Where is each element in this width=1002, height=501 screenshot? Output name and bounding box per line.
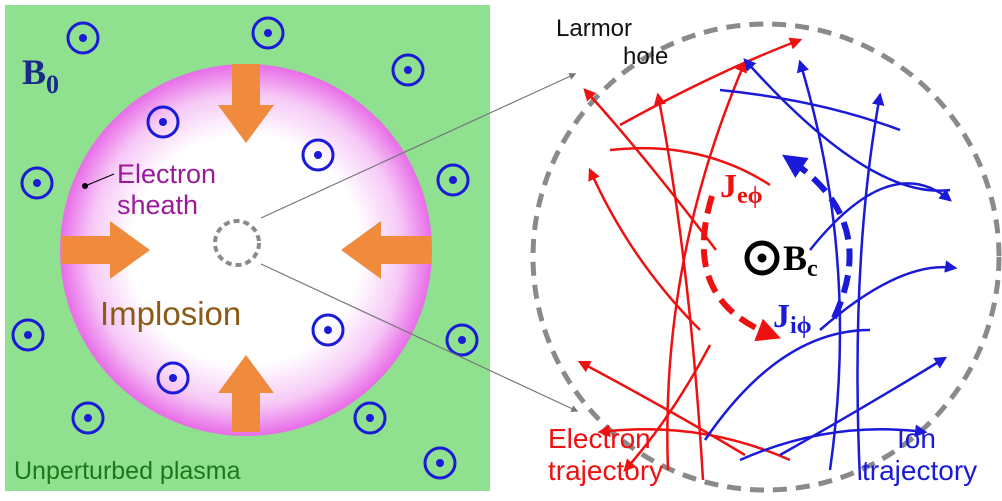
implosion-arrow-icon	[218, 355, 274, 432]
implosion-arrows	[62, 64, 431, 432]
sheath-label-line1: Electron	[117, 159, 216, 189]
larmor-hole-small	[213, 219, 261, 267]
ion-current-arc	[782, 154, 853, 320]
field-out-of-page-icon	[353, 401, 387, 435]
field-out-of-page-icon	[436, 163, 470, 197]
field-symbols-left	[11, 16, 479, 480]
larmor-hole-label-line1: Larmor	[556, 15, 632, 42]
sheath-pointer-line	[84, 173, 115, 187]
electron-trajectory-label-line2: trajectory	[548, 455, 663, 486]
electron-sheath-disk	[60, 64, 432, 436]
ion-current-label: Jiϕ	[773, 298, 812, 339]
field-out-of-page-icon	[445, 323, 479, 357]
field-out-of-page-icon	[11, 318, 45, 352]
ion-trajectory-label-line1: Ion	[897, 423, 936, 454]
ion-trajectory-label-line2: trajectory	[862, 455, 977, 486]
implosion-arrow-icon	[218, 64, 274, 143]
field-out-of-page-icon	[251, 16, 285, 50]
zoom-line-bottom	[260, 263, 579, 412]
electron-trajectory-label-line1: Electron	[548, 423, 651, 454]
electron-current-arc	[700, 195, 781, 342]
field-out-of-page-icon	[156, 361, 190, 395]
central-field-out-of-page-icon	[744, 240, 780, 276]
field-out-of-page-icon	[301, 138, 335, 172]
implosion-label: Implosion	[100, 295, 241, 332]
electron-trajectories	[577, 37, 803, 481]
sheath-label-line2: sheath	[117, 190, 198, 220]
larmor-hole-label-line2: hole	[623, 43, 668, 70]
field-out-of-page-icon	[71, 401, 105, 435]
implosion-arrow-icon	[341, 221, 431, 279]
ion-trajectories	[703, 58, 958, 481]
implosion-arrow-icon	[62, 221, 150, 279]
larmor-hole-large	[530, 21, 1002, 493]
field-label-b0: B0	[22, 52, 59, 99]
field-out-of-page-icon	[311, 313, 345, 347]
sheath-pointer-dot	[82, 183, 88, 189]
electron-current-label: Jeϕ	[720, 168, 763, 209]
field-out-of-page-icon	[66, 21, 100, 55]
unperturbed-plasma-label: Unperturbed plasma	[14, 457, 241, 485]
field-out-of-page-icon	[391, 53, 425, 87]
field-out-of-page-icon	[20, 166, 54, 200]
field-out-of-page-icon	[423, 446, 457, 480]
central-field-label: Bc	[783, 238, 818, 282]
zoom-line-top	[260, 73, 577, 219]
field-out-of-page-icon	[146, 105, 180, 139]
